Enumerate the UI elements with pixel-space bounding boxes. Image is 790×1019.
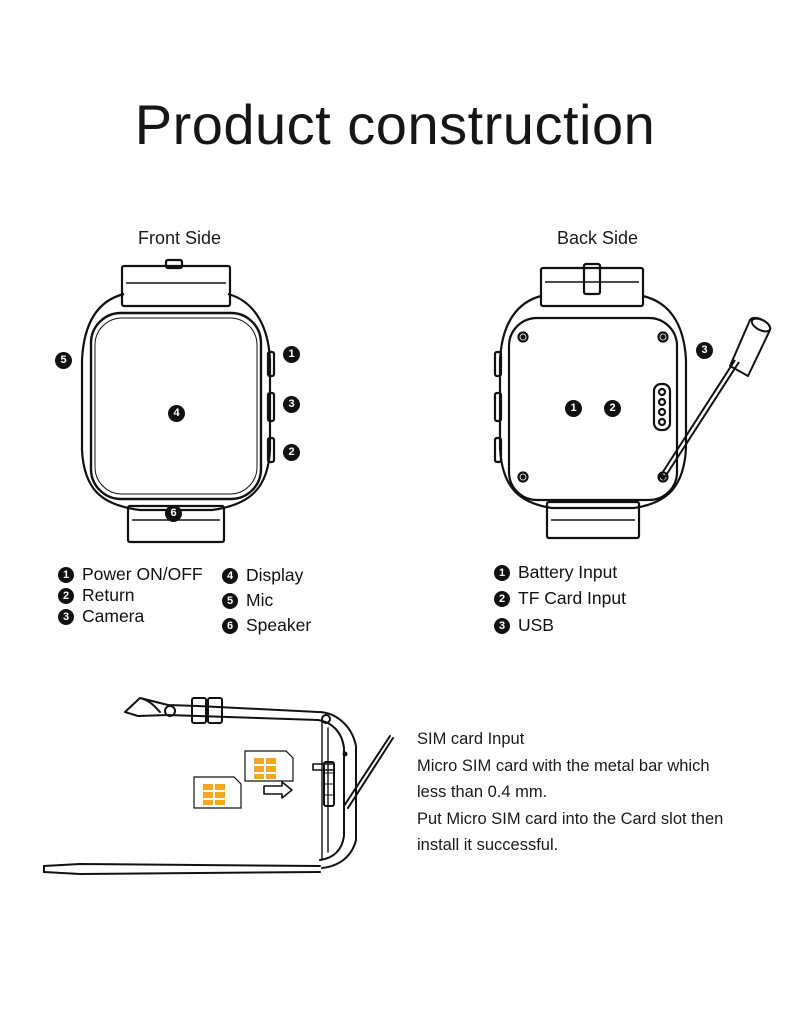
front-legend-item: 2 Return [58, 585, 135, 606]
back-screw-top-right [657, 331, 669, 343]
front-button-camera [266, 391, 276, 423]
legend-label: Battery Input [518, 562, 618, 582]
legend-number: 5 [222, 592, 238, 609]
back-screw-top-left [517, 331, 529, 343]
back-screwdriver [658, 316, 772, 481]
legend-label: Speaker [246, 615, 312, 635]
legend-label: Power ON/OFF [82, 564, 203, 584]
sim-watch-body [317, 711, 357, 869]
back-case [498, 294, 688, 510]
front-legend-item: 4 Display [222, 565, 303, 586]
sim-instruction-line: less than 0.4 mm. [417, 783, 548, 801]
front-callout-6: 6 [165, 505, 182, 522]
front-legend-item: 5 Mic [222, 590, 273, 611]
sim-insert-arrow-upper [312, 763, 334, 771]
legend-label: Display [246, 565, 304, 585]
front-callout-2: 2 [283, 444, 300, 461]
front-display [89, 311, 263, 501]
front-legend-item: 3 Camera [58, 606, 144, 627]
back-callout-2: 2 [604, 400, 621, 417]
front-side-label: Front Side [138, 228, 222, 248]
front-button-return [266, 436, 276, 464]
sim-instruction-line: Put Micro SIM card into the Card slot th… [417, 809, 724, 828]
front-legend-item: 6 Speaker [222, 615, 311, 636]
back-side-label: Back Side [557, 228, 639, 248]
sim-insert-arrow [263, 781, 293, 799]
sim-heading: SIM card Input [417, 730, 525, 748]
back-top-strap [539, 266, 645, 308]
front-button-power [266, 350, 276, 378]
back-screw-bottom-left [517, 471, 529, 483]
legend-number: 1 [494, 564, 510, 581]
front-callout-5: 5 [55, 352, 72, 369]
sim-lower-strap [43, 863, 321, 867]
legend-label: TF Card Input [518, 588, 626, 608]
legend-number: 3 [494, 617, 510, 634]
sim-strap-pin [164, 705, 176, 717]
legend-label: Mic [246, 590, 274, 610]
back-usb-contacts [652, 382, 672, 432]
back-legend-item: 1 Battery Input [494, 562, 617, 583]
legend-number: 3 [58, 608, 74, 625]
front-callout-1: 1 [283, 346, 300, 363]
front-legend-item: 1 Power ON/OFF [58, 564, 203, 585]
legend-number: 2 [494, 590, 510, 607]
page-title: Product construction [134, 93, 656, 156]
back-legend-item: 3 USB [494, 615, 554, 636]
legend-label: Camera [82, 606, 145, 626]
sim-instructions: SIM card Input Micro SIM card with the m… [417, 726, 723, 859]
legend-number: 2 [58, 587, 74, 604]
legend-number: 6 [222, 617, 238, 634]
sim-instruction-line: install it successful. [417, 836, 559, 854]
legend-number: 4 [222, 567, 238, 584]
front-callout-4: 4 [168, 405, 185, 422]
sim-instruction-line: Micro SIM card with the metal bar which [417, 756, 710, 775]
back-legend-item: 2 TF Card Input [494, 588, 626, 609]
front-top-strap [120, 264, 232, 308]
back-cover [507, 316, 679, 502]
sim-stylus [343, 735, 391, 807]
front-callout-3: 3 [283, 396, 300, 413]
back-callout-1: 1 [565, 400, 582, 417]
legend-label: USB [518, 615, 554, 635]
back-callout-3: 3 [696, 342, 713, 359]
legend-number: 1 [58, 566, 74, 583]
back-bottom-strap [545, 500, 641, 540]
micro-sim-card-back [244, 750, 294, 782]
sim-upper-strap [124, 697, 319, 713]
legend-label: Return [82, 585, 135, 605]
micro-sim-card-front [193, 776, 242, 809]
